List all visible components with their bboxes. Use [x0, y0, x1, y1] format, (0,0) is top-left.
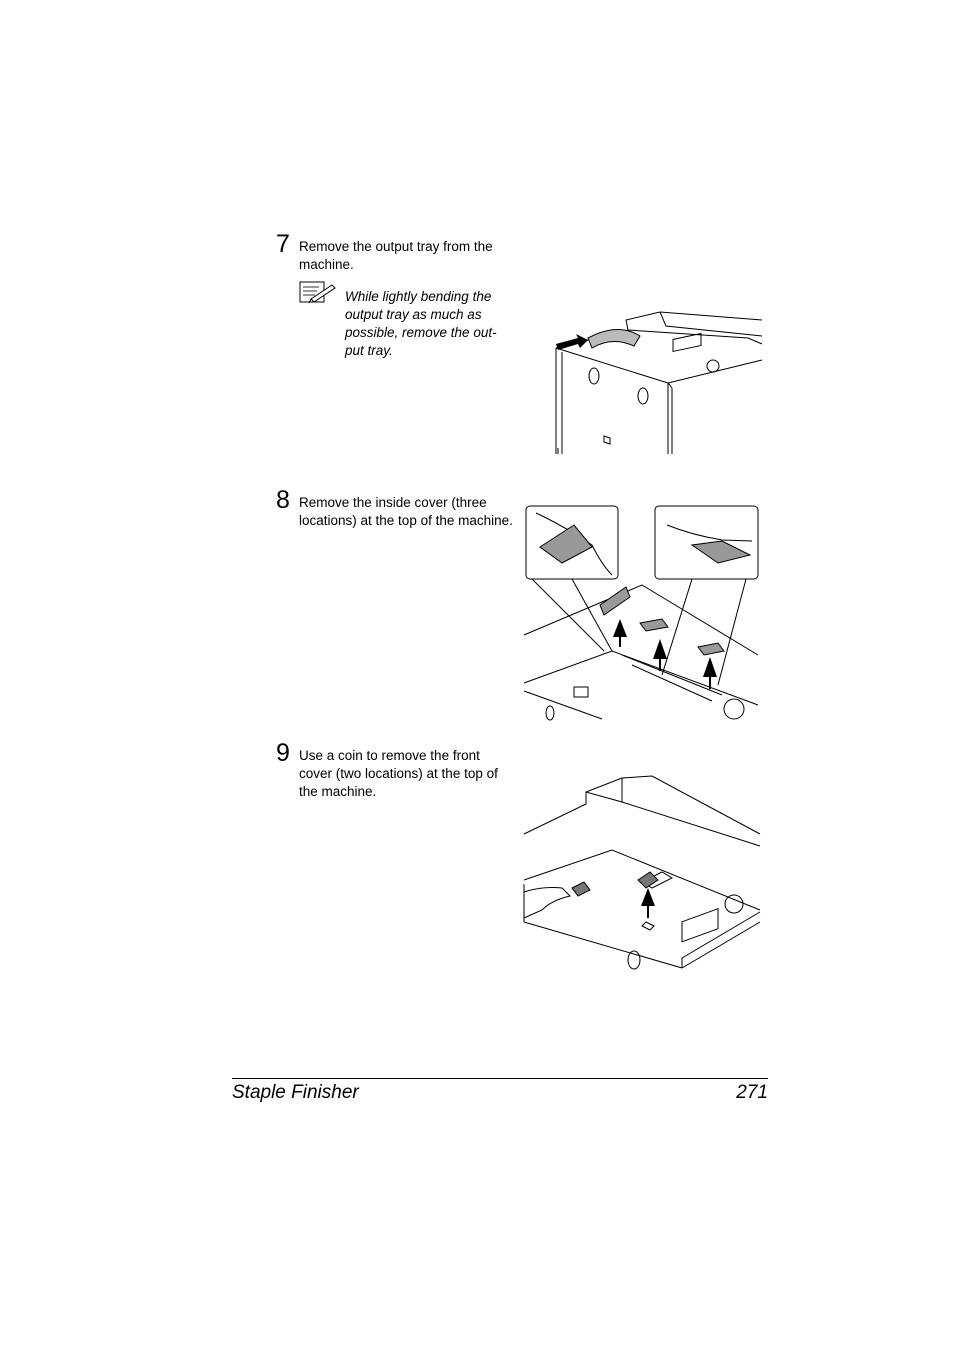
footer-rule: [232, 1078, 768, 1079]
step-7-text: Remove the output tray from the machine.: [299, 239, 493, 272]
output-tray-removal-illustration: [555, 311, 763, 454]
footer-page-number: 271: [736, 1082, 768, 1103]
note-pencil-icon: [299, 281, 336, 304]
inside-cover-removal-illustration: [523, 505, 759, 721]
step-9-number: 9: [276, 739, 290, 767]
front-cover-removal-illustration: [523, 775, 761, 970]
step-8-text: Remove the inside cover (three locations…: [299, 495, 513, 528]
step-8-number: 8: [276, 486, 290, 514]
footer-section-title: Staple Finisher: [232, 1082, 359, 1103]
step-9-text: Use a coin to remove the front cover (tw…: [299, 748, 498, 799]
step-7-number: 7: [276, 230, 290, 258]
note-text: While lightly bending the output tray as…: [345, 289, 497, 358]
